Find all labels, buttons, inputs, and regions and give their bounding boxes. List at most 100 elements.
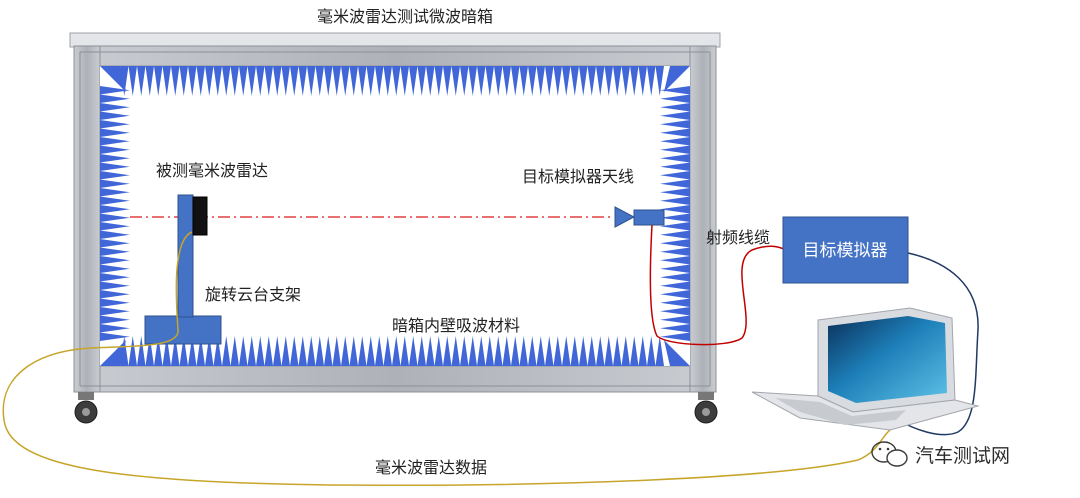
- absorber-tooth: [660, 290, 690, 299]
- absorber-tooth: [128, 336, 137, 366]
- absorber-tooth: [528, 336, 537, 366]
- wechat-icon: [871, 441, 908, 467]
- absorber-tooth: [426, 336, 435, 366]
- absorber-tooth: [528, 66, 537, 96]
- absorber-tooth: [664, 66, 690, 92]
- absorber-tooth: [196, 336, 205, 366]
- absorber-tooth: [613, 336, 622, 366]
- absorber-tooth: [660, 315, 690, 324]
- absorber-tooth: [660, 281, 690, 290]
- absorber-tooth: [273, 336, 282, 366]
- absorber-tooth: [100, 281, 130, 290]
- absorber-tooth: [409, 66, 418, 96]
- absorber-tooth: [137, 66, 146, 96]
- absorber-tooth: [545, 66, 554, 96]
- absorber-tooth: [660, 196, 690, 205]
- absorber-tooth: [630, 336, 639, 366]
- absorber-tooth: [494, 66, 503, 96]
- absorber-teeth-left: [100, 86, 130, 341]
- absorber-label: 暗箱内壁吸波材料: [392, 316, 520, 335]
- absorber-tooth: [468, 336, 477, 366]
- absorber-tooth: [349, 336, 358, 366]
- absorber-tooth: [290, 336, 299, 366]
- absorber-tooth: [660, 188, 690, 197]
- absorber-tooth: [660, 171, 690, 180]
- absorber-tooth: [100, 162, 130, 171]
- absorber-tooth: [298, 336, 307, 366]
- absorber-tooth: [451, 66, 460, 96]
- absorber-tooth: [230, 66, 239, 96]
- absorber-tooth: [100, 205, 130, 214]
- absorber-tooth: [100, 179, 130, 188]
- absorber-tooth: [417, 66, 426, 96]
- absorber-tooth: [100, 154, 130, 163]
- absorber-tooth: [660, 205, 690, 214]
- absorber-tooth: [630, 66, 639, 96]
- radar-data-label: 毫米波雷达数据: [375, 458, 487, 477]
- absorber-tooth: [100, 247, 130, 256]
- laptop: [751, 307, 980, 431]
- absorber-tooth: [579, 66, 588, 96]
- absorber-tooth: [100, 188, 130, 197]
- absorber-tooth: [154, 336, 163, 366]
- absorber-tooth: [655, 336, 664, 366]
- absorber-tooth: [100, 315, 130, 324]
- absorber-tooth: [100, 128, 130, 137]
- radar-data-cable: [2, 231, 891, 487]
- watermark: 汽车测试网: [871, 441, 1010, 467]
- caster-wheel-left: [74, 392, 98, 424]
- absorber-tooth: [660, 179, 690, 188]
- absorber-tooth: [417, 336, 426, 366]
- absorber-tooth: [647, 66, 656, 96]
- absorber-tooth: [536, 336, 545, 366]
- absorber-tooth: [579, 336, 588, 366]
- absorber-tooth: [179, 66, 188, 96]
- absorber-tooth: [358, 336, 367, 366]
- gimbal-stand: [144, 194, 222, 345]
- absorber-tooth: [562, 336, 571, 366]
- target-simulator-label: 目标模拟器: [803, 241, 888, 261]
- absorber-tooth: [443, 336, 452, 366]
- absorber-tooth: [100, 256, 130, 265]
- absorber-tooth: [434, 66, 443, 96]
- absorber-tooth: [409, 336, 418, 366]
- usb-cable: [897, 252, 979, 436]
- absorber-tooth: [205, 336, 214, 366]
- absorber-tooth: [100, 264, 130, 273]
- absorber-tooth: [660, 128, 690, 137]
- absorber-tooth: [120, 66, 129, 96]
- absorber-tooth: [100, 213, 130, 222]
- absorber-tooth: [145, 66, 154, 96]
- absorber-tooth: [100, 103, 130, 112]
- absorber-tooth: [502, 336, 511, 366]
- absorber-tooth: [281, 66, 290, 96]
- absorber-tooth: [100, 137, 130, 146]
- radar-label: 被测毫米波雷达: [156, 161, 268, 180]
- absorber-tooth: [307, 336, 316, 366]
- absorber-tooth: [660, 162, 690, 171]
- absorber-tooth: [100, 111, 130, 120]
- absorber-tooth: [100, 298, 130, 307]
- absorber-tooth: [213, 336, 222, 366]
- absorber-tooth: [596, 66, 605, 96]
- absorber-tooth: [655, 66, 664, 96]
- absorber-tooth: [638, 336, 647, 366]
- absorber-tooth: [468, 66, 477, 96]
- absorber-tooth: [188, 66, 197, 96]
- absorber-tooth: [383, 66, 392, 96]
- caster-wheel-right: [694, 392, 718, 424]
- absorber-tooth: [128, 66, 137, 96]
- absorber-tooth: [660, 256, 690, 265]
- absorber-tooth: [349, 66, 358, 96]
- absorber-tooth: [392, 66, 401, 96]
- absorber-tooth: [660, 298, 690, 307]
- absorber-tooth: [477, 66, 486, 96]
- absorber-tooth: [100, 66, 126, 92]
- absorber-tooth: [100, 273, 130, 282]
- absorber-tooth: [660, 103, 690, 112]
- absorber-tooth: [290, 66, 299, 96]
- absorber-tooth: [553, 336, 562, 366]
- chamber-frame: [73, 45, 717, 393]
- target-simulator-box: [782, 216, 909, 284]
